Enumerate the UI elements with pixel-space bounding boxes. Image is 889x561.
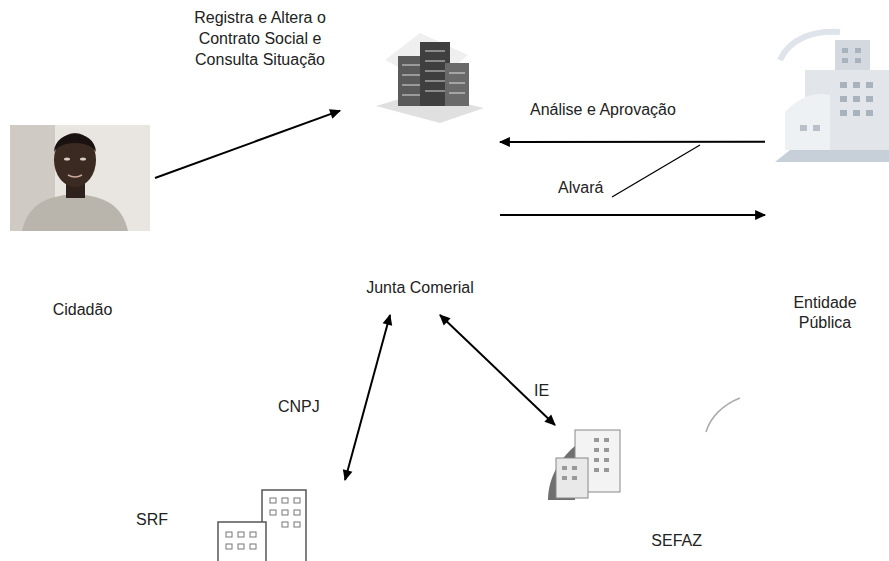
- building-window: [855, 48, 861, 53]
- node-label: SRF: [136, 510, 168, 530]
- building-window: [238, 544, 244, 549]
- connector-arrow: [440, 315, 555, 425]
- edge-label: Análise e Aprovação: [528, 100, 678, 121]
- node-label: Junta Comerial: [366, 278, 474, 298]
- building-window: [604, 468, 609, 472]
- edge-label: IE: [532, 381, 551, 402]
- connector-arrow: [155, 111, 340, 178]
- building-window: [594, 448, 599, 452]
- building-base: [775, 150, 889, 162]
- building-window: [604, 448, 609, 452]
- person-eye: [64, 157, 70, 160]
- building-window: [282, 510, 288, 515]
- person-eye: [80, 157, 86, 160]
- person-hair: [54, 134, 96, 152]
- building-window: [294, 522, 300, 527]
- building-window: [594, 458, 599, 462]
- entity-node: SRF: [130, 480, 360, 561]
- building-window: [866, 96, 873, 102]
- building-window: [449, 82, 465, 84]
- entity-node: SEFAZ: [540, 425, 710, 555]
- building-window: [866, 110, 873, 116]
- building-window: [402, 84, 420, 86]
- node-label: Entidade Pública: [780, 293, 870, 333]
- entity-node: Cidadão: [10, 122, 155, 322]
- building-window: [425, 50, 445, 52]
- entity-node: Entidade Pública: [765, 25, 885, 335]
- building-window: [853, 82, 860, 88]
- building-window: [813, 125, 820, 131]
- person-mouth: [68, 175, 82, 177]
- building-window: [562, 476, 567, 480]
- entity-node: Junta Comerial: [340, 35, 500, 315]
- connector-arrow: [345, 315, 390, 480]
- building-icon: [262, 490, 306, 561]
- building-window: [866, 82, 873, 88]
- building-window: [840, 96, 847, 102]
- building-icon: [445, 63, 469, 106]
- person-head: [54, 133, 96, 187]
- building-window: [425, 90, 445, 92]
- building-window: [604, 458, 609, 462]
- building-window: [842, 58, 848, 63]
- leader-line: [612, 145, 700, 197]
- building-window: [294, 498, 300, 503]
- building-window: [270, 498, 276, 503]
- edge-label: Alvará: [556, 178, 605, 199]
- building-window: [282, 522, 288, 527]
- building-window: [402, 74, 420, 76]
- building-window: [572, 466, 577, 470]
- building-window: [226, 532, 232, 537]
- building-icon: [785, 94, 830, 150]
- building-window: [604, 438, 609, 442]
- building-window: [270, 510, 276, 515]
- building-window: [562, 466, 567, 470]
- building-window: [840, 110, 847, 116]
- node-label: Cidadão: [53, 300, 113, 320]
- building-window: [425, 60, 445, 62]
- building-window: [250, 532, 256, 537]
- building-window: [853, 96, 860, 102]
- building-window: [840, 82, 847, 88]
- building-window: [853, 110, 860, 116]
- building-window: [425, 80, 445, 82]
- building-window: [425, 70, 445, 72]
- building-window: [449, 92, 465, 94]
- connector-arrow: [500, 214, 765, 216]
- building-window: [402, 94, 420, 96]
- photo-background: [10, 125, 150, 231]
- building-window: [294, 510, 300, 515]
- building-icon: [218, 522, 266, 561]
- building-window: [238, 532, 244, 537]
- building-window: [282, 498, 288, 503]
- building-window: [572, 476, 577, 480]
- building-window: [800, 125, 807, 131]
- edge-label: Registra e Altera o Contrato Social e Co…: [178, 8, 342, 70]
- building-shadow: [780, 32, 840, 60]
- building-window: [226, 544, 232, 549]
- connector-arrow: [500, 141, 765, 143]
- building-window: [594, 438, 599, 442]
- building-window: [594, 468, 599, 472]
- building-window: [855, 58, 861, 63]
- node-label: SEFAZ: [651, 531, 702, 551]
- decorative-arc: [706, 398, 740, 432]
- building-window: [250, 544, 256, 549]
- building-window: [449, 72, 465, 74]
- person-shirt: [22, 194, 128, 231]
- building-icon: [835, 40, 870, 70]
- building-window: [402, 64, 420, 66]
- edge-label: CNPJ: [276, 397, 322, 418]
- building-window: [842, 48, 848, 53]
- building-icon: [556, 458, 588, 498]
